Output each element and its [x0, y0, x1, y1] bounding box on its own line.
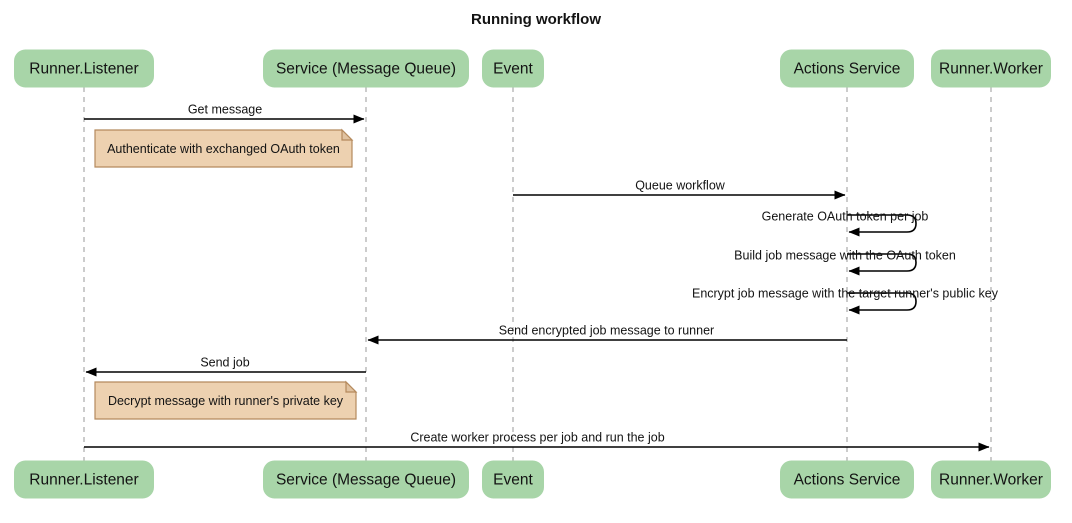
participant-label-runner-worker: Runner.Worker	[939, 472, 1043, 489]
participant-box-runner-listener	[14, 49, 154, 88]
participant-label-runner-worker: Runner.Worker	[939, 61, 1043, 78]
note-decrypt-fold-icon	[345, 380, 358, 393]
msg-encrypt-job-message[interactable]: Encrypt job message with the target runn…	[692, 286, 999, 315]
participant-label-service-message-queue: Service (Message Queue)	[276, 472, 456, 489]
participant-label-event: Event	[493, 472, 533, 489]
participant-label-runner-listener: Runner.Listener	[29, 472, 138, 489]
participant-label-event: Event	[493, 61, 533, 78]
msg-get-message[interactable]: Get message	[84, 102, 365, 124]
participant-event-bottom[interactable]: Event	[482, 460, 544, 499]
participant-runner-worker-bottom[interactable]: Runner.Worker	[931, 460, 1051, 499]
lifelines-group	[83, 87, 992, 461]
participant-box-event	[482, 460, 544, 499]
participant-box-runner-worker	[931, 49, 1051, 88]
msg-build-job-message-loop-arrow	[847, 253, 917, 276]
msg-build-job-message-label: Build job message with the OAuth token	[734, 248, 956, 262]
msg-generate-oauth-token-loop-arrow	[847, 214, 917, 237]
participant-box-actions-service	[780, 49, 914, 88]
participant-label-runner-listener: Runner.Listener	[29, 61, 138, 78]
participant-label-service-message-queue: Service (Message Queue)	[276, 61, 456, 78]
msg-send-encrypted-job-label: Send encrypted job message to runner	[499, 323, 714, 337]
note-authenticate: Authenticate with exchanged OAuth token	[94, 128, 354, 168]
msg-send-job[interactable]: Send job	[85, 355, 366, 377]
note-authenticate-fold-icon	[341, 128, 354, 141]
participant-runner-listener-top[interactable]: Runner.Listener	[14, 49, 154, 88]
participant-event-top[interactable]: Event	[482, 49, 544, 88]
msg-create-worker-process-label: Create worker process per job and run th…	[410, 430, 664, 444]
participant-actions-service-top[interactable]: Actions Service	[780, 49, 914, 88]
note-decrypt-box	[94, 381, 357, 420]
msg-send-encrypted-job[interactable]: Send encrypted job message to runner	[367, 323, 847, 345]
msg-encrypt-job-message-loop-arrow	[847, 292, 917, 315]
participant-box-service-message-queue	[263, 49, 469, 88]
msg-get-message-label: Get message	[188, 102, 262, 116]
participant-label-actions-service: Actions Service	[794, 472, 901, 489]
note-decrypt-label: Decrypt message with runner's private ke…	[108, 394, 344, 408]
participant-box-event	[482, 49, 544, 88]
note-decrypt: Decrypt message with runner's private ke…	[94, 380, 358, 420]
page-title: Running workflow	[471, 11, 601, 28]
msg-queue-workflow[interactable]: Queue workflow	[513, 178, 846, 200]
participant-service-message-queue-top[interactable]: Service (Message Queue)	[263, 49, 469, 88]
notes-group: Authenticate with exchanged OAuth tokenD…	[94, 128, 358, 420]
note-authenticate-label: Authenticate with exchanged OAuth token	[107, 142, 340, 156]
participant-box-runner-worker	[931, 460, 1051, 499]
actors-top-group: Runner.Listener Service (Message Queue) Ev…	[14, 49, 1051, 88]
participant-runner-worker-top[interactable]: Runner.Worker	[931, 49, 1051, 88]
participant-label-actions-service: Actions Service	[794, 61, 901, 78]
msg-build-job-message[interactable]: Build job message with the OAuth token	[734, 248, 956, 276]
note-authenticate-box	[94, 129, 353, 168]
msg-generate-oauth-token[interactable]: Generate OAuth token per job	[762, 209, 929, 237]
participant-box-runner-listener	[14, 460, 154, 499]
msg-queue-workflow-label: Queue workflow	[635, 178, 726, 192]
participant-runner-listener-bottom[interactable]: Runner.Listener	[14, 460, 154, 499]
msg-send-job-label: Send job	[200, 355, 249, 369]
msg-create-worker-process[interactable]: Create worker process per job and run th…	[84, 430, 990, 452]
participant-box-actions-service	[780, 460, 914, 499]
msg-encrypt-job-message-label: Encrypt job message with the target runn…	[692, 286, 999, 300]
actors-bottom-group: Runner.Listener Service (Message Queue) Ev…	[14, 460, 1051, 499]
participant-actions-service-bottom[interactable]: Actions Service	[780, 460, 914, 499]
participant-box-service-message-queue	[263, 460, 469, 499]
participant-service-message-queue-bottom[interactable]: Service (Message Queue)	[263, 460, 469, 499]
msg-generate-oauth-token-label: Generate OAuth token per job	[762, 209, 929, 223]
